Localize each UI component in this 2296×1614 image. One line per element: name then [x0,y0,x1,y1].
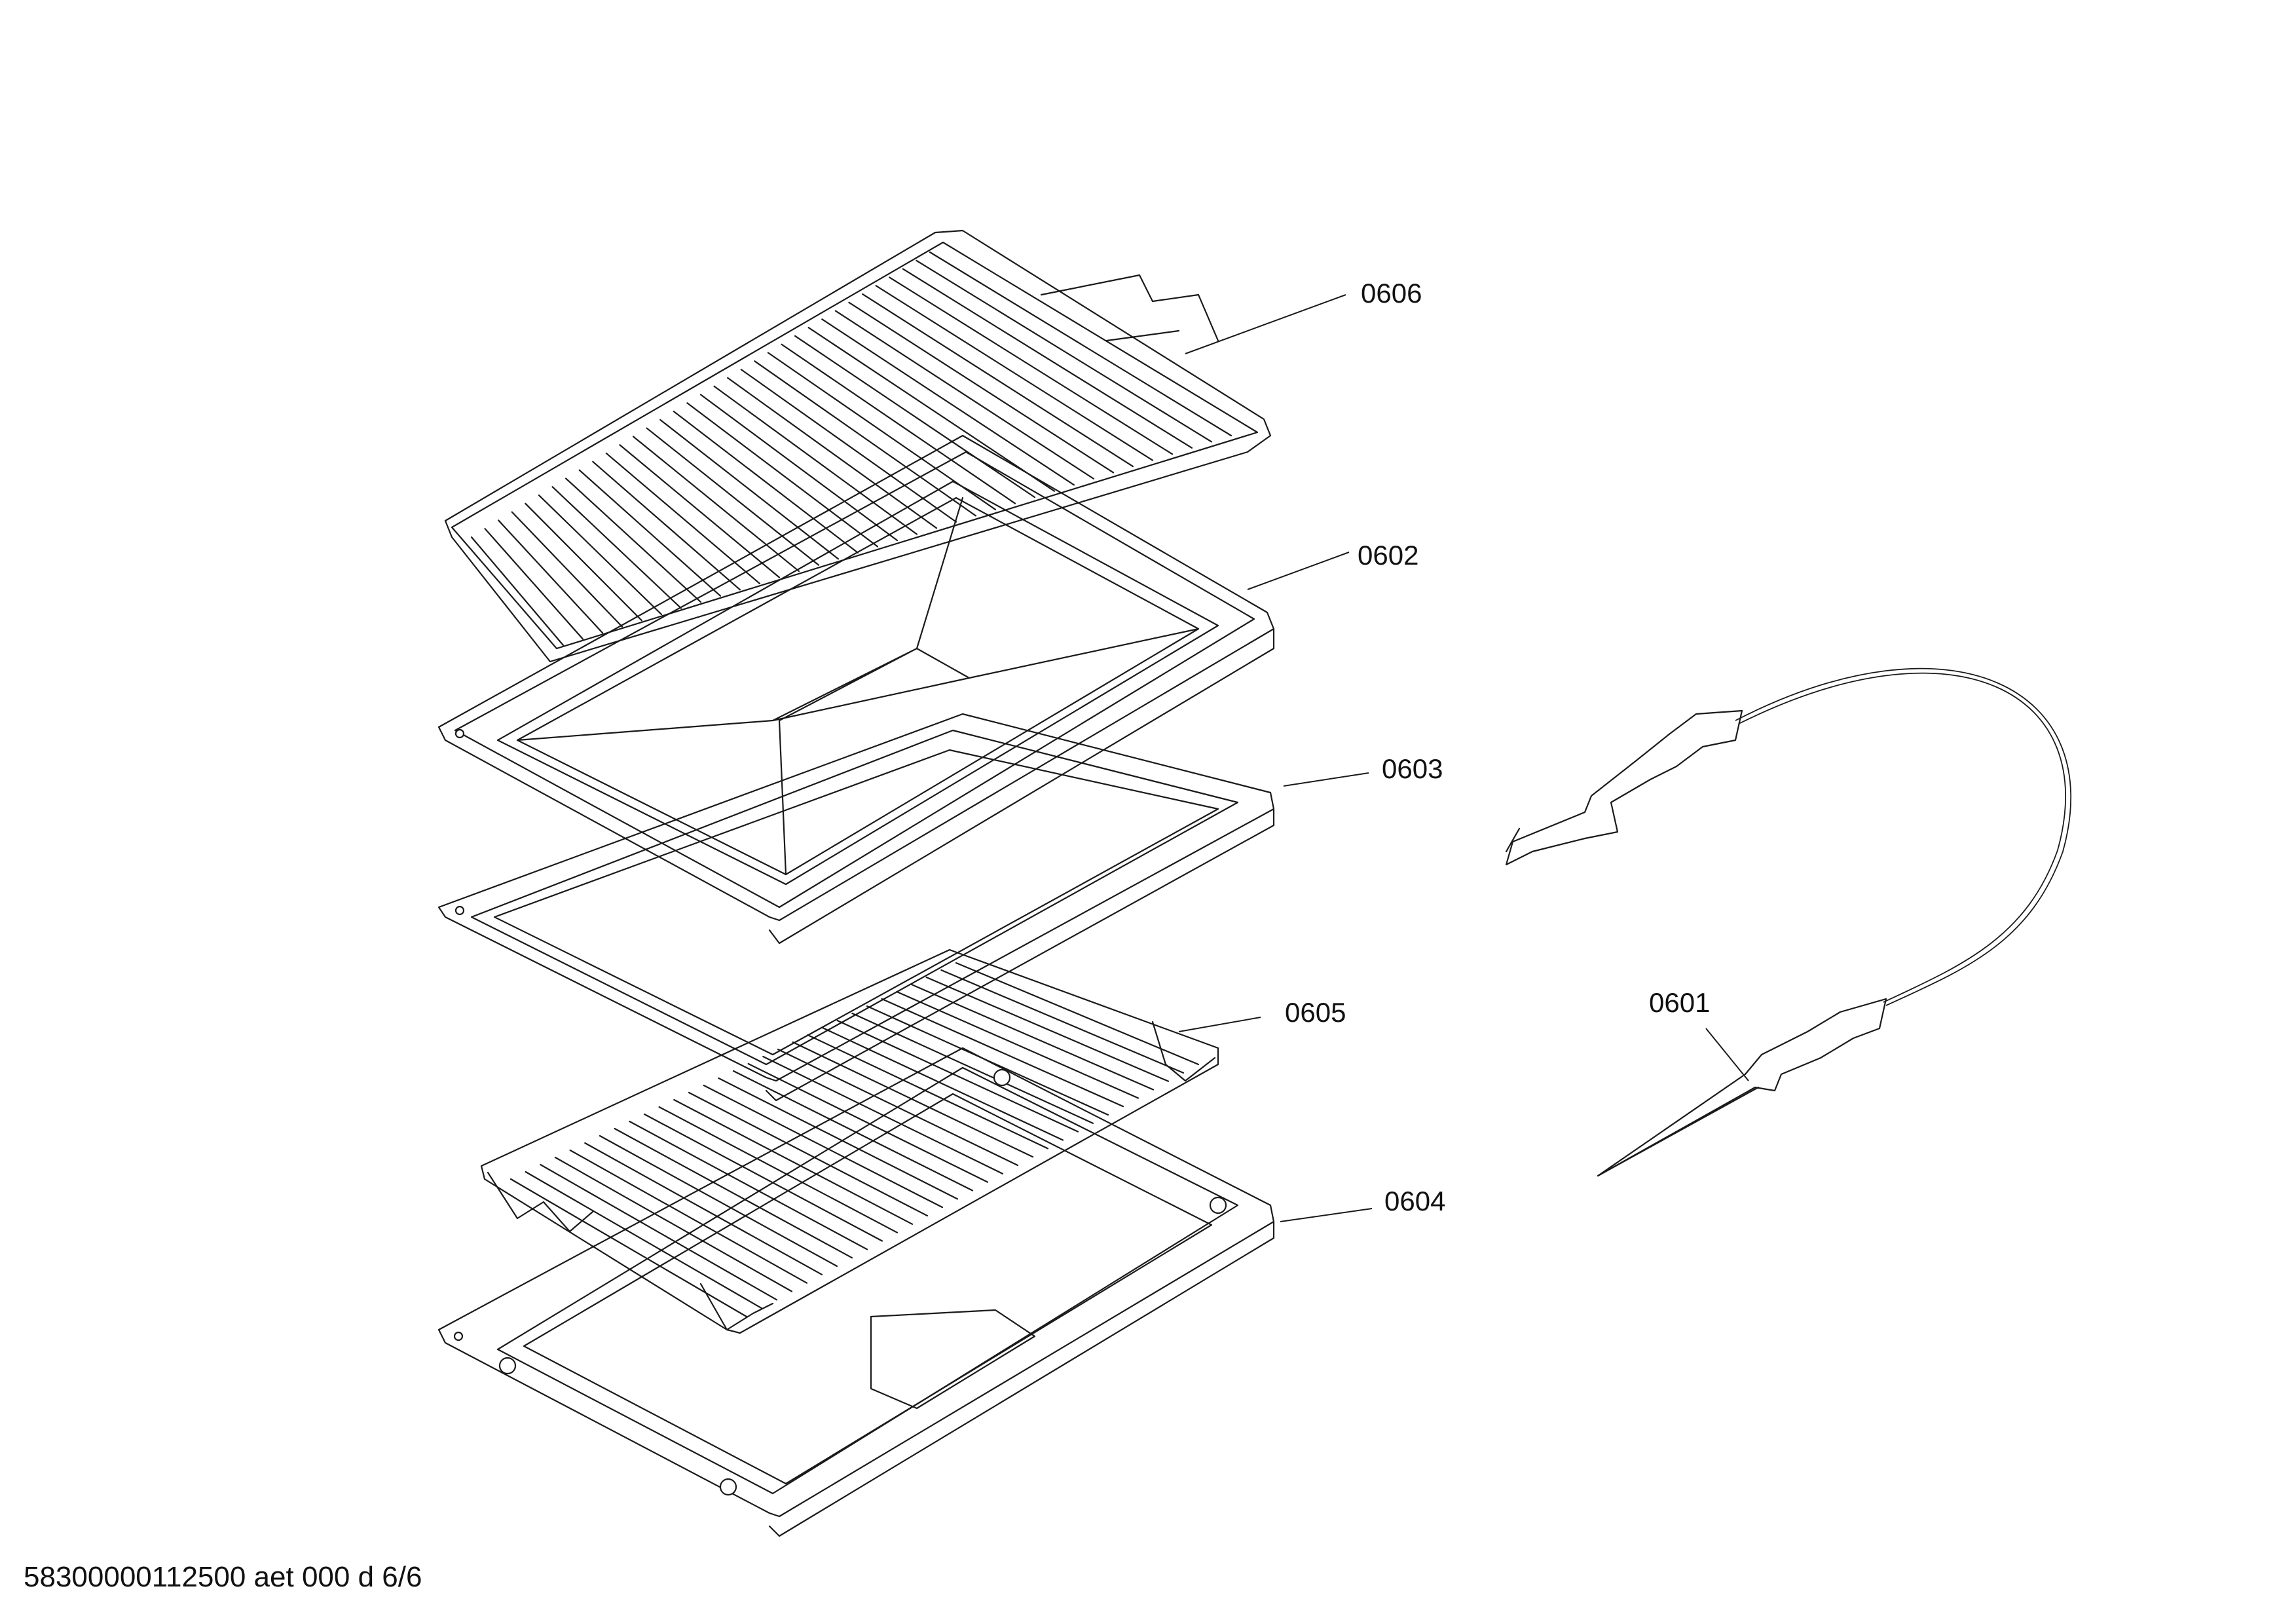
part-0601-meat-probe[interactable] [1505,667,2071,1177]
callout-0601: 0601 [1649,987,1710,1018]
callout-0603: 0603 [1382,753,1443,784]
rack-wire [861,293,1134,468]
rack-wire [509,1178,748,1318]
rack-wire [599,1135,838,1267]
rack-wire [807,327,1056,492]
rack-wire [688,1091,929,1217]
rack-wire [470,536,565,647]
callout-0602: 0602 [1358,540,1418,571]
rack-wire [821,318,1075,486]
document-id: 58300000112500 aet 000 d 6/6 [24,1561,422,1593]
rack-wire [525,1171,763,1309]
rack-wire [940,969,1185,1074]
rack-wire [713,385,918,535]
rack-wire [910,983,1155,1091]
rack-wire [916,259,1213,443]
part-0605-wire-rack[interactable] [480,948,1219,1334]
rack-wire [732,1070,974,1192]
part-0604-bottom-plate[interactable] [437,1047,1275,1537]
callout-0606: 0606 [1361,278,1422,309]
rack-wire [551,486,682,609]
rack-wire [484,528,584,640]
part-0606-grill-rack[interactable] [444,229,1272,663]
rack-wire [565,478,702,603]
rack-wire [727,377,938,529]
rack-wire [889,276,1174,455]
rack-wire [834,310,1095,479]
rack-wire [525,502,643,622]
rack-wire [794,335,1036,498]
rack-wire [614,1127,853,1259]
rack-wire [619,444,781,578]
rack-wire [632,436,800,572]
callout-0605: 0605 [1285,997,1346,1028]
rack-wire [747,1062,989,1183]
rack-wire [673,1098,914,1225]
rack-wire [875,285,1154,461]
rack-wire [848,301,1115,474]
rack-wire [511,511,623,628]
rack-wire [646,427,820,566]
rack-wire [881,998,1124,1108]
rack-wire [781,343,1016,504]
rack-wire [807,1034,1049,1150]
rack-wire [792,1041,1034,1158]
rack-wire [569,1149,808,1284]
rack-wire [592,460,741,591]
rack-wire [578,469,722,597]
part-0603-flat-tray[interactable] [437,713,1275,1102]
rack-wire [498,519,604,634]
rack-wire [703,1084,944,1209]
rack-wire [821,1026,1064,1141]
rack-wire [605,452,761,584]
rack-wire [658,1106,898,1233]
rack-wire [554,1156,793,1292]
rack-wire [896,990,1139,1099]
rack-wire [754,360,977,517]
rack-wire [925,976,1170,1082]
rack-wire [929,251,1232,437]
rack-wire [740,369,957,523]
callout-0604: 0604 [1384,1186,1445,1216]
rack-wire [955,962,1200,1066]
rack-wire [673,410,859,554]
rack-wire [762,1055,1004,1174]
leader-lines [1178,294,1749,1222]
rack-wire [584,1142,823,1275]
rack-wire [851,1012,1094,1124]
rack-wire [659,419,840,560]
rack-wire [718,1077,959,1200]
part-0602-baking-tray[interactable] [437,434,1275,945]
rack-wire [643,1113,883,1242]
rack-wire [540,1163,778,1301]
rack-wire [902,268,1193,449]
rack-wire [836,1019,1079,1133]
rack-wire [538,494,663,616]
rack-wire [686,402,879,548]
rack-wire [699,394,898,542]
rack-wire [629,1120,868,1250]
